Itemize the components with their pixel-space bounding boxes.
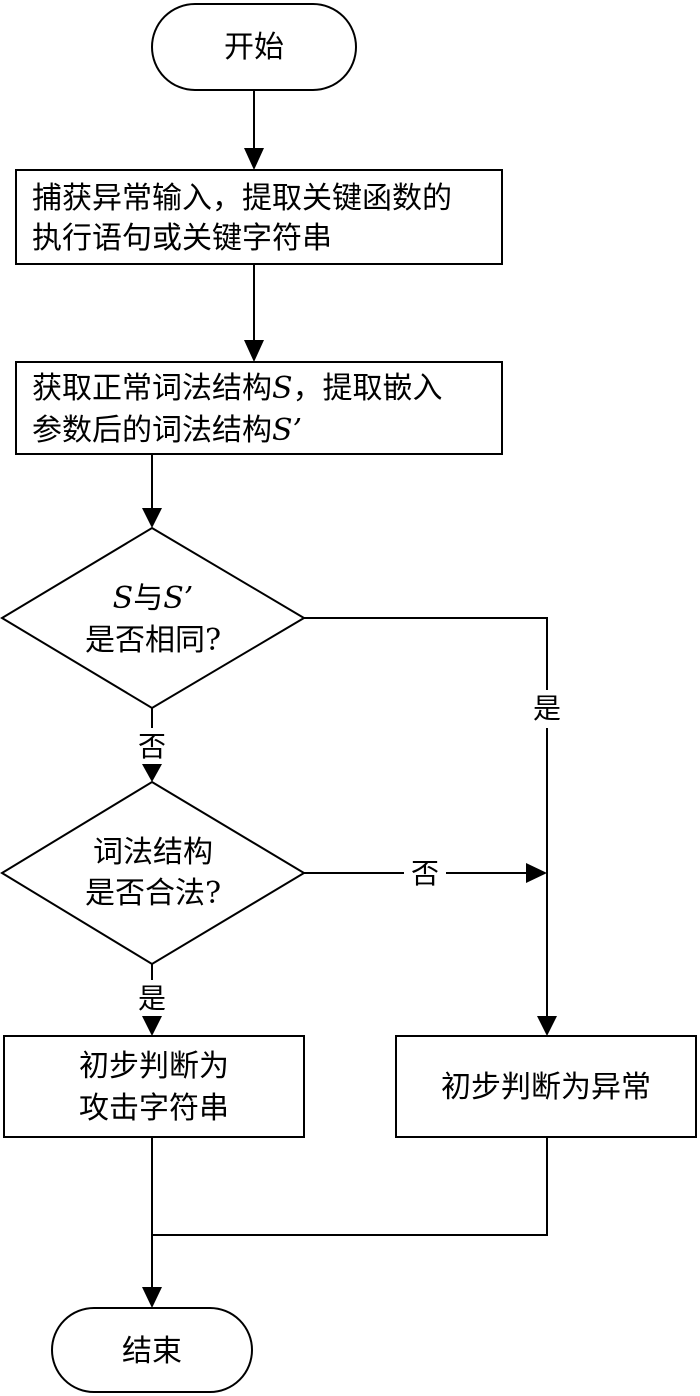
- decision-legal-line-1: 词法结构: [93, 835, 213, 870]
- arrowhead: [537, 1016, 557, 1036]
- edge-label-same-no: 否: [138, 730, 166, 763]
- edge-label-same-yes: 是: [533, 692, 561, 725]
- arrowhead: [142, 1287, 162, 1308]
- arrowhead: [142, 1016, 162, 1036]
- edge-abnormal-merge: [152, 1137, 548, 1236]
- abnormal-label: 初步判断为异常: [441, 1070, 651, 1105]
- capture-process-box: [15, 169, 503, 265]
- lexical-line-2: 参数后的词法结构S’: [32, 413, 302, 448]
- lexical-line-1: 获取正常词法结构S，提取嵌入: [32, 371, 443, 406]
- attack-process-box: [3, 1035, 305, 1138]
- bg-patch: [132, 980, 172, 1016]
- arrowhead: [526, 863, 547, 883]
- attack-line-2: 攻击字符串: [79, 1091, 229, 1126]
- lexical-line-1-prefix: 获取正常词法结构: [32, 371, 272, 406]
- end-label: 结束: [122, 1334, 182, 1369]
- end-terminal: [51, 1307, 253, 1393]
- capture-line-2: 执行语句或关键字符串: [32, 221, 332, 256]
- arrowhead: [244, 148, 264, 170]
- bg-patch: [404, 855, 446, 891]
- decision-same-var-2: S’: [163, 581, 193, 616]
- decision-same-line-2: 是否相同?: [85, 623, 221, 658]
- attack-line-1: 初步判断为: [79, 1049, 229, 1084]
- edge-label-legal-no: 否: [411, 857, 439, 890]
- start-label: 开始: [224, 30, 284, 65]
- decision-same-line-1: S与S’: [113, 581, 194, 616]
- lexical-line-2-var: S’: [272, 413, 302, 448]
- edge-same-yes: [304, 617, 548, 1018]
- decision-same-mid: 与: [133, 581, 163, 616]
- lexical-line-2-prefix: 参数后的词法结构: [32, 413, 272, 448]
- decision-same-var-1: S: [113, 581, 134, 616]
- decision-legal-diamond: [0, 780, 306, 966]
- decision-legal-line-2: 是否合法?: [85, 876, 221, 911]
- bg-patch: [527, 690, 567, 728]
- lexical-line-1-suffix: ，提取嵌入: [293, 371, 443, 406]
- edge-label-legal-yes: 是: [138, 982, 166, 1015]
- arrowhead: [244, 340, 264, 362]
- arrowhead: [142, 508, 162, 528]
- lexical-line-1-var: S: [272, 371, 293, 406]
- bg-patch: [132, 728, 172, 764]
- decision-same-diamond: [0, 526, 306, 710]
- arrowhead: [142, 764, 162, 782]
- abnormal-process-box: [395, 1035, 697, 1138]
- lexical-process-box: [15, 361, 503, 455]
- capture-line-1: 捕获异常输入，提取关键函数的: [32, 181, 452, 216]
